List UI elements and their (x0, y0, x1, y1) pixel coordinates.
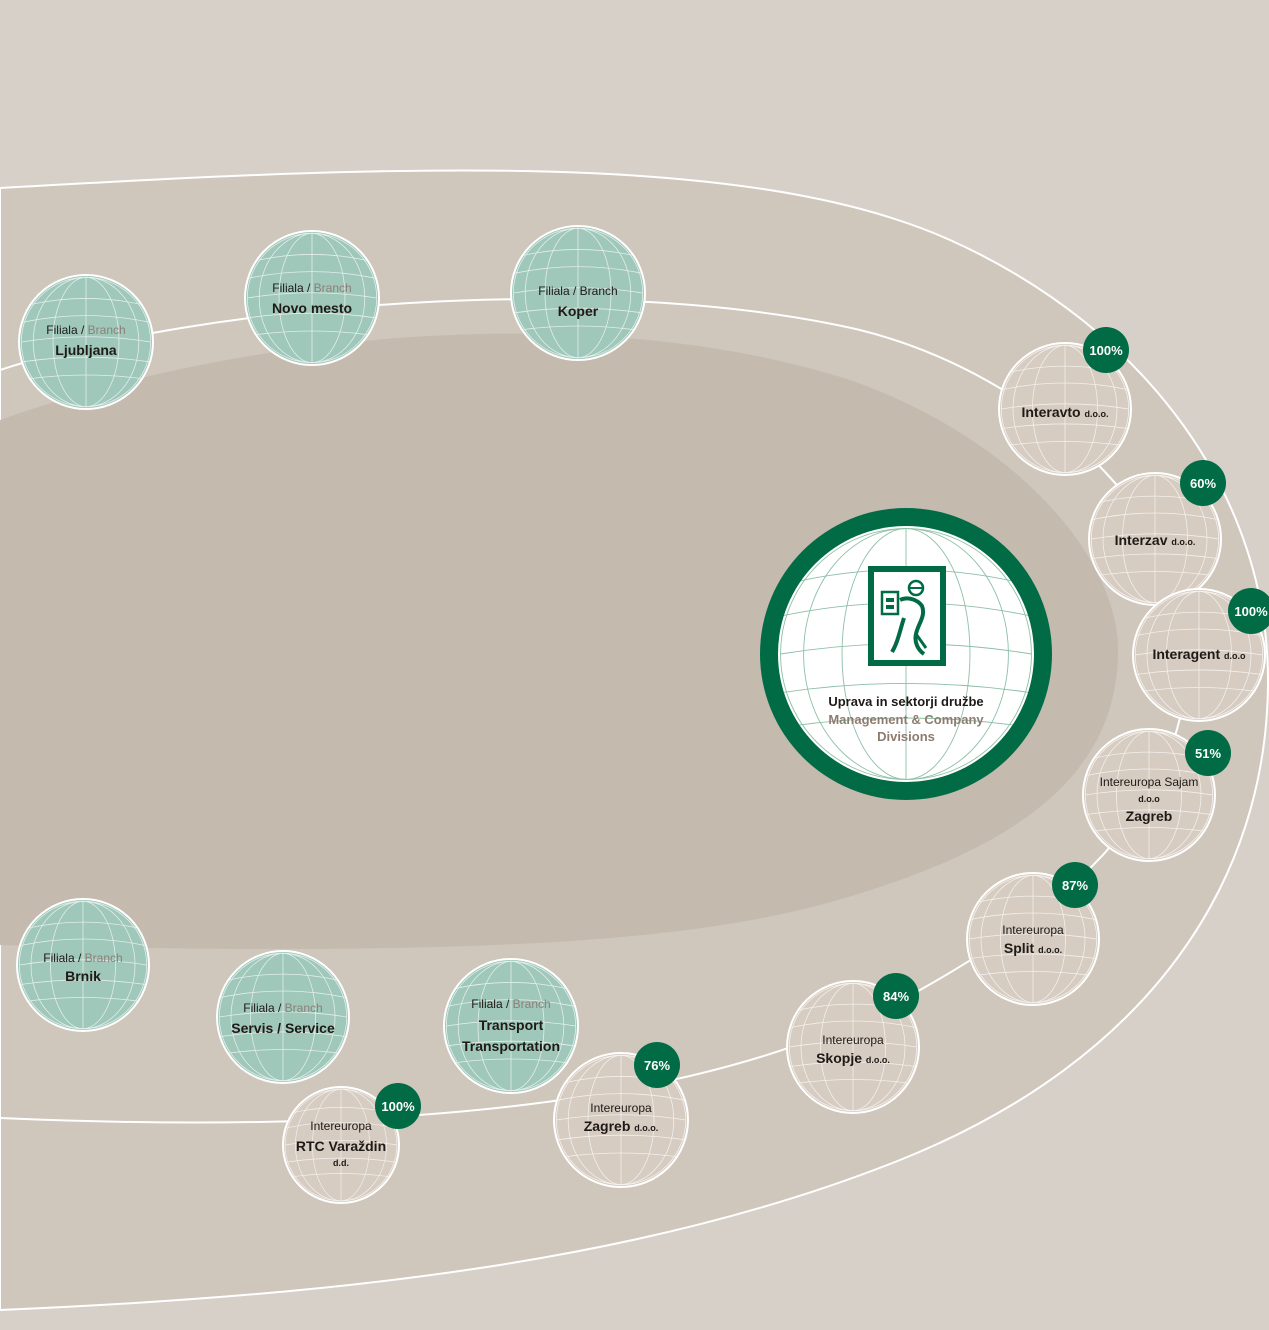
branch-prefix: Filiala / Branch (471, 997, 551, 1011)
subsidiary-suffix: d.d. (333, 1158, 349, 1168)
globe-icon (18, 900, 148, 1030)
ownership-badge-split: 87% (1052, 862, 1098, 908)
subsidiary-prefix: Intereuropa Sajam (1099, 775, 1199, 789)
subsidiary-node-split[interactable]: Intereuropa Split d.o.o. (966, 872, 1100, 1006)
globe-icon (968, 874, 1098, 1004)
branch-name: Brnik (65, 968, 101, 984)
globe-icon (788, 982, 918, 1112)
branch-prefix: Filiala / Branch (46, 323, 126, 337)
center-globe: Uprava in sektorji družbe Management & C… (778, 526, 1034, 782)
branch-node-servis[interactable]: Filiala / Branch Servis / Service (216, 950, 350, 1084)
subsidiary-name: Zagreb d.o.o. (583, 1118, 659, 1134)
globe-icon (1084, 730, 1214, 860)
subsidiary-name: Interagent d.o.o (1152, 646, 1246, 662)
branch-node-novo-mesto[interactable]: Filiala / Branch Novo mesto (244, 230, 380, 366)
subsidiary-name: Interzav d.o.o. (1114, 532, 1196, 548)
branch-name: Transport (478, 1017, 544, 1033)
ownership-badge-zagreb: 76% (634, 1042, 680, 1088)
branch-name: Servis / Service (231, 1020, 335, 1036)
management-center-node[interactable]: Uprava in sektorji družbe Management & C… (760, 508, 1052, 800)
center-title: Uprava in sektorji družbe (828, 694, 984, 709)
subsidiary-name: Zagreb (1125, 808, 1173, 824)
ownership-badge-sajam-zagreb: 51% (1185, 730, 1231, 776)
branch-prefix: Filiala / Branch (272, 281, 352, 295)
globe-icon (512, 227, 644, 359)
ownership-badge-interzav: 60% (1180, 460, 1226, 506)
company-logo (868, 566, 946, 666)
branch-prefix: Filiala / Branch (243, 1001, 323, 1015)
globe-icon (284, 1088, 398, 1202)
subsidiary-name: Split d.o.o. (1003, 940, 1063, 956)
branch-name-secondary: Transportation (461, 1038, 560, 1054)
branch-prefix: Filiala / Branch (43, 951, 123, 965)
subsidiary-name: RTC Varaždin (295, 1138, 387, 1154)
courier-figure-icon (880, 579, 928, 656)
subsidiary-node-sajam-zagreb[interactable]: Intereuropa Sajam d.o.o Zagreb (1082, 728, 1216, 862)
subsidiary-node-zagreb[interactable]: Intereuropa Zagreb d.o.o. (553, 1052, 689, 1188)
subsidiary-prefix: Intereuropa (1002, 923, 1064, 937)
subsidiary-name: Skopje d.o.o. (816, 1050, 890, 1066)
ownership-badge-interagent: 100% (1228, 588, 1269, 634)
globe-icon (1000, 344, 1130, 474)
subsidiary-prefix: Intereuropa (590, 1101, 652, 1115)
branch-node-transport[interactable]: Filiala / Branch Transport Transportatio… (443, 958, 579, 1094)
branch-prefix: Filiala / Branch (538, 284, 618, 298)
branch-node-ljubljana[interactable]: Filiala / Branch Ljubljana (18, 274, 154, 410)
subsidiary-name: Interavto d.o.o. (1021, 404, 1109, 420)
subsidiary-prefix: Intereuropa (822, 1033, 884, 1047)
subsidiary-suffix: d.o.o (1138, 794, 1160, 804)
globe-icon (20, 276, 152, 408)
subsidiary-prefix: Intereuropa (310, 1119, 372, 1133)
globe-icon (246, 232, 378, 364)
ownership-badge-skopje: 84% (873, 973, 919, 1019)
branch-name: Novo mesto (271, 300, 353, 316)
branch-node-koper[interactable]: Filiala / Branch Koper (510, 225, 646, 361)
branch-name: Koper (557, 303, 599, 319)
branch-node-brnik[interactable]: Filiala / Branch Brnik (16, 898, 150, 1032)
globe-icon (218, 952, 348, 1082)
globe-icon (555, 1054, 687, 1186)
branch-name: Ljubljana (55, 342, 117, 358)
center-subtitle: Management & Company Divisions (828, 712, 984, 744)
ownership-badge-interavto: 100% (1083, 327, 1129, 373)
globe-icon (445, 960, 577, 1092)
ownership-badge-rtc-varazdin: 100% (375, 1083, 421, 1129)
